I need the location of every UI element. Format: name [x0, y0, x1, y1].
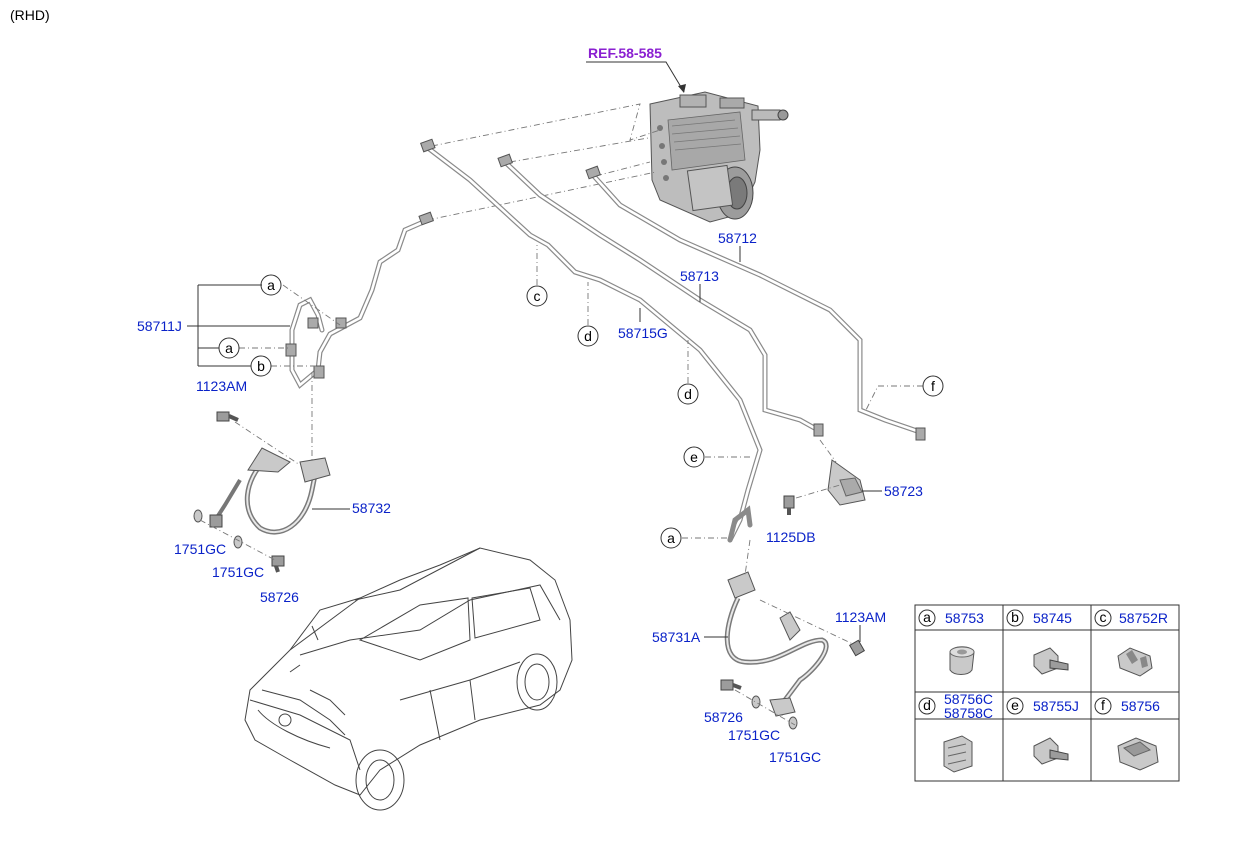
brake-tubes	[315, 138, 926, 543]
front-left-tube	[285, 296, 347, 389]
svg-text:f: f	[1101, 697, 1105, 713]
callout-b[interactable]: b	[250, 355, 272, 377]
svg-text:b: b	[1011, 609, 1019, 625]
legend-cell-f[interactable]: f 58756	[1094, 697, 1160, 771]
callout-d[interactable]: d	[677, 383, 699, 405]
rear-brake-hose	[720, 539, 866, 730]
washer-icon	[233, 535, 243, 549]
part-1751GC-right-2[interactable]: 1751GC	[769, 749, 821, 765]
svg-text:a: a	[667, 530, 675, 546]
part-58726-left[interactable]: 58726	[260, 589, 299, 605]
part-1751GC-left-1[interactable]: 1751GC	[174, 541, 226, 557]
callout-e[interactable]: e	[683, 446, 705, 468]
callout-a[interactable]: a	[260, 274, 282, 296]
legend-cell-d[interactable]: d 58756C 58758C	[918, 691, 993, 773]
svg-text:b: b	[257, 358, 265, 374]
svg-text:58756C: 58756C	[944, 691, 993, 707]
vehicle-outline-icon	[244, 547, 573, 811]
abs-connection-lines	[427, 103, 661, 221]
callout-c[interactable]: c	[526, 285, 548, 307]
part-1125DB[interactable]: 1125DB	[766, 529, 816, 545]
part-labels: 58712 58713 58715G 58711J 1123AM 58732 1…	[137, 230, 923, 765]
svg-text:e: e	[1011, 697, 1019, 713]
reference-arrowhead	[678, 84, 686, 93]
part-58726-right[interactable]: 58726	[704, 709, 743, 725]
svg-text:58753: 58753	[945, 610, 984, 626]
part-58723[interactable]: 58723	[884, 483, 923, 499]
part-1751GC-left-2[interactable]: 1751GC	[212, 564, 264, 580]
svg-text:58758C: 58758C	[944, 705, 993, 721]
callouts: a a b c d d e	[218, 245, 944, 549]
part-58711J[interactable]: 58711J	[137, 318, 182, 334]
svg-text:a: a	[267, 277, 275, 293]
clip-b-icon	[1033, 647, 1069, 675]
clip-d-icon	[943, 735, 973, 773]
part-58715G[interactable]: 58715G	[618, 325, 668, 341]
bolt-icon	[216, 411, 239, 422]
clip-legend-table: a 58753 b 58745 c 58752R	[914, 604, 1180, 782]
reference-label[interactable]: REF.58-585	[588, 45, 662, 61]
legend-cell-c[interactable]: c 58752R	[1094, 609, 1168, 677]
bolt-icon	[848, 639, 866, 657]
bolt-icon	[720, 679, 742, 691]
bolt-icon	[783, 495, 795, 515]
callout-a[interactable]: a	[660, 527, 682, 549]
svg-text:c: c	[1100, 609, 1107, 625]
bracket-icon	[783, 439, 866, 515]
washer-icon	[751, 695, 761, 709]
callout-a[interactable]: a	[218, 337, 240, 359]
abs-modulator-icon	[649, 91, 789, 223]
svg-text:e: e	[690, 449, 698, 465]
callout-d[interactable]: d	[577, 325, 599, 347]
washer-icon	[193, 509, 203, 523]
reference-leader	[586, 61, 685, 93]
clip-f-icon	[1117, 737, 1159, 771]
part-58732[interactable]: 58732	[352, 500, 391, 516]
clip-e-icon	[1033, 737, 1069, 765]
brake-hose-icon	[209, 447, 331, 535]
part-58713[interactable]: 58713	[680, 268, 719, 284]
svg-text:58755J: 58755J	[1033, 698, 1079, 714]
svg-text:58752R: 58752R	[1119, 610, 1168, 626]
part-58731A[interactable]: 58731A	[652, 629, 701, 645]
part-leaders	[187, 246, 882, 642]
svg-text:d: d	[923, 697, 931, 713]
svg-text:a: a	[225, 340, 233, 356]
part-1123AM-left[interactable]: 1123AM	[196, 378, 247, 394]
svg-text:c: c	[534, 288, 541, 304]
legend-cell-b[interactable]: b 58745	[1006, 609, 1072, 675]
reference-callout[interactable]: REF.58-585	[586, 45, 686, 93]
legend-cell-e[interactable]: e 58755J	[1006, 697, 1079, 765]
legend-cell-a[interactable]: a 58753	[918, 609, 984, 675]
part-1123AM-right[interactable]: 1123AM	[835, 609, 886, 625]
svg-text:f: f	[931, 378, 935, 394]
bolt-icon	[271, 555, 285, 573]
part-58712[interactable]: 58712	[718, 230, 757, 246]
variant-label: (RHD)	[10, 7, 50, 23]
svg-text:d: d	[584, 328, 592, 344]
clip-c-icon	[1117, 647, 1153, 677]
left-fasteners	[193, 372, 313, 573]
svg-text:58756: 58756	[1121, 698, 1160, 714]
part-1751GC-right-1[interactable]: 1751GC	[728, 727, 780, 743]
washer-icon	[788, 716, 798, 730]
svg-text:d: d	[684, 386, 692, 402]
clip-a-icon	[949, 646, 975, 675]
callout-f[interactable]: f	[922, 375, 944, 397]
svg-text:a: a	[923, 609, 931, 625]
svg-text:58745: 58745	[1033, 610, 1072, 626]
